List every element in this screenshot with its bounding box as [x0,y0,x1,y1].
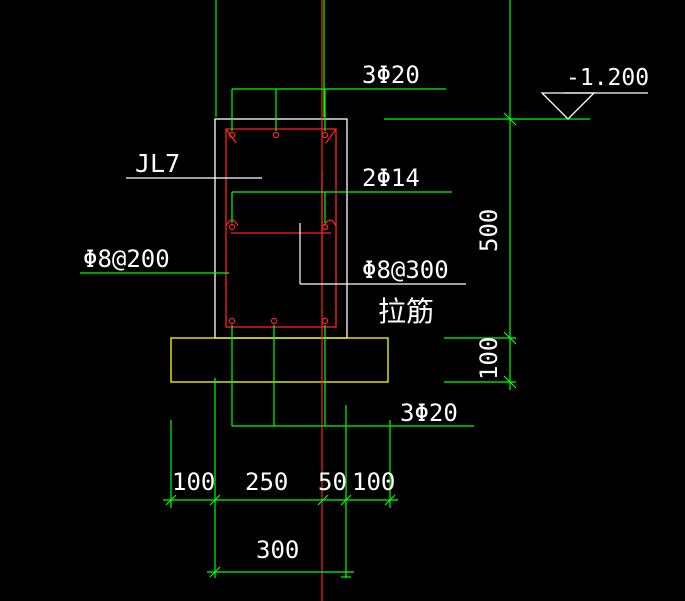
white-leader-lines [126,92,648,285]
leader-lines [80,88,590,427]
tie-name-label: 拉筋 [378,295,434,328]
stirrup-label: Φ8@200 [83,245,170,273]
side-rebar-label: 2Φ14 [362,164,420,192]
elevation-triangle [540,92,596,120]
bottom-dimension-lines [163,378,398,578]
beam-name-label: JL7 [135,149,180,178]
stirrup-rebar [225,128,337,328]
cushion-layer [170,337,389,383]
cushion-dimension-text: 100 [475,337,503,380]
tie-spacing-label: Φ8@300 [362,256,449,284]
center-part-dimension-text: 50 [318,468,347,496]
top-extension-lines [215,0,511,390]
right-offset-dimension-text: 100 [352,468,395,496]
height-dimension-text: 500 [475,209,503,252]
beam-width-dimension-text: 300 [256,536,299,564]
bottom-rebar-label: 3Φ20 [400,399,458,427]
elevation-label: -1.200 [566,65,649,91]
rebar-dots [228,131,329,325]
beam-part-dimension-text: 250 [245,468,288,496]
right-dimension-lines [444,112,517,389]
top-rebar-label: 3Φ20 [362,61,420,89]
left-offset-dimension-text: 100 [172,468,215,496]
